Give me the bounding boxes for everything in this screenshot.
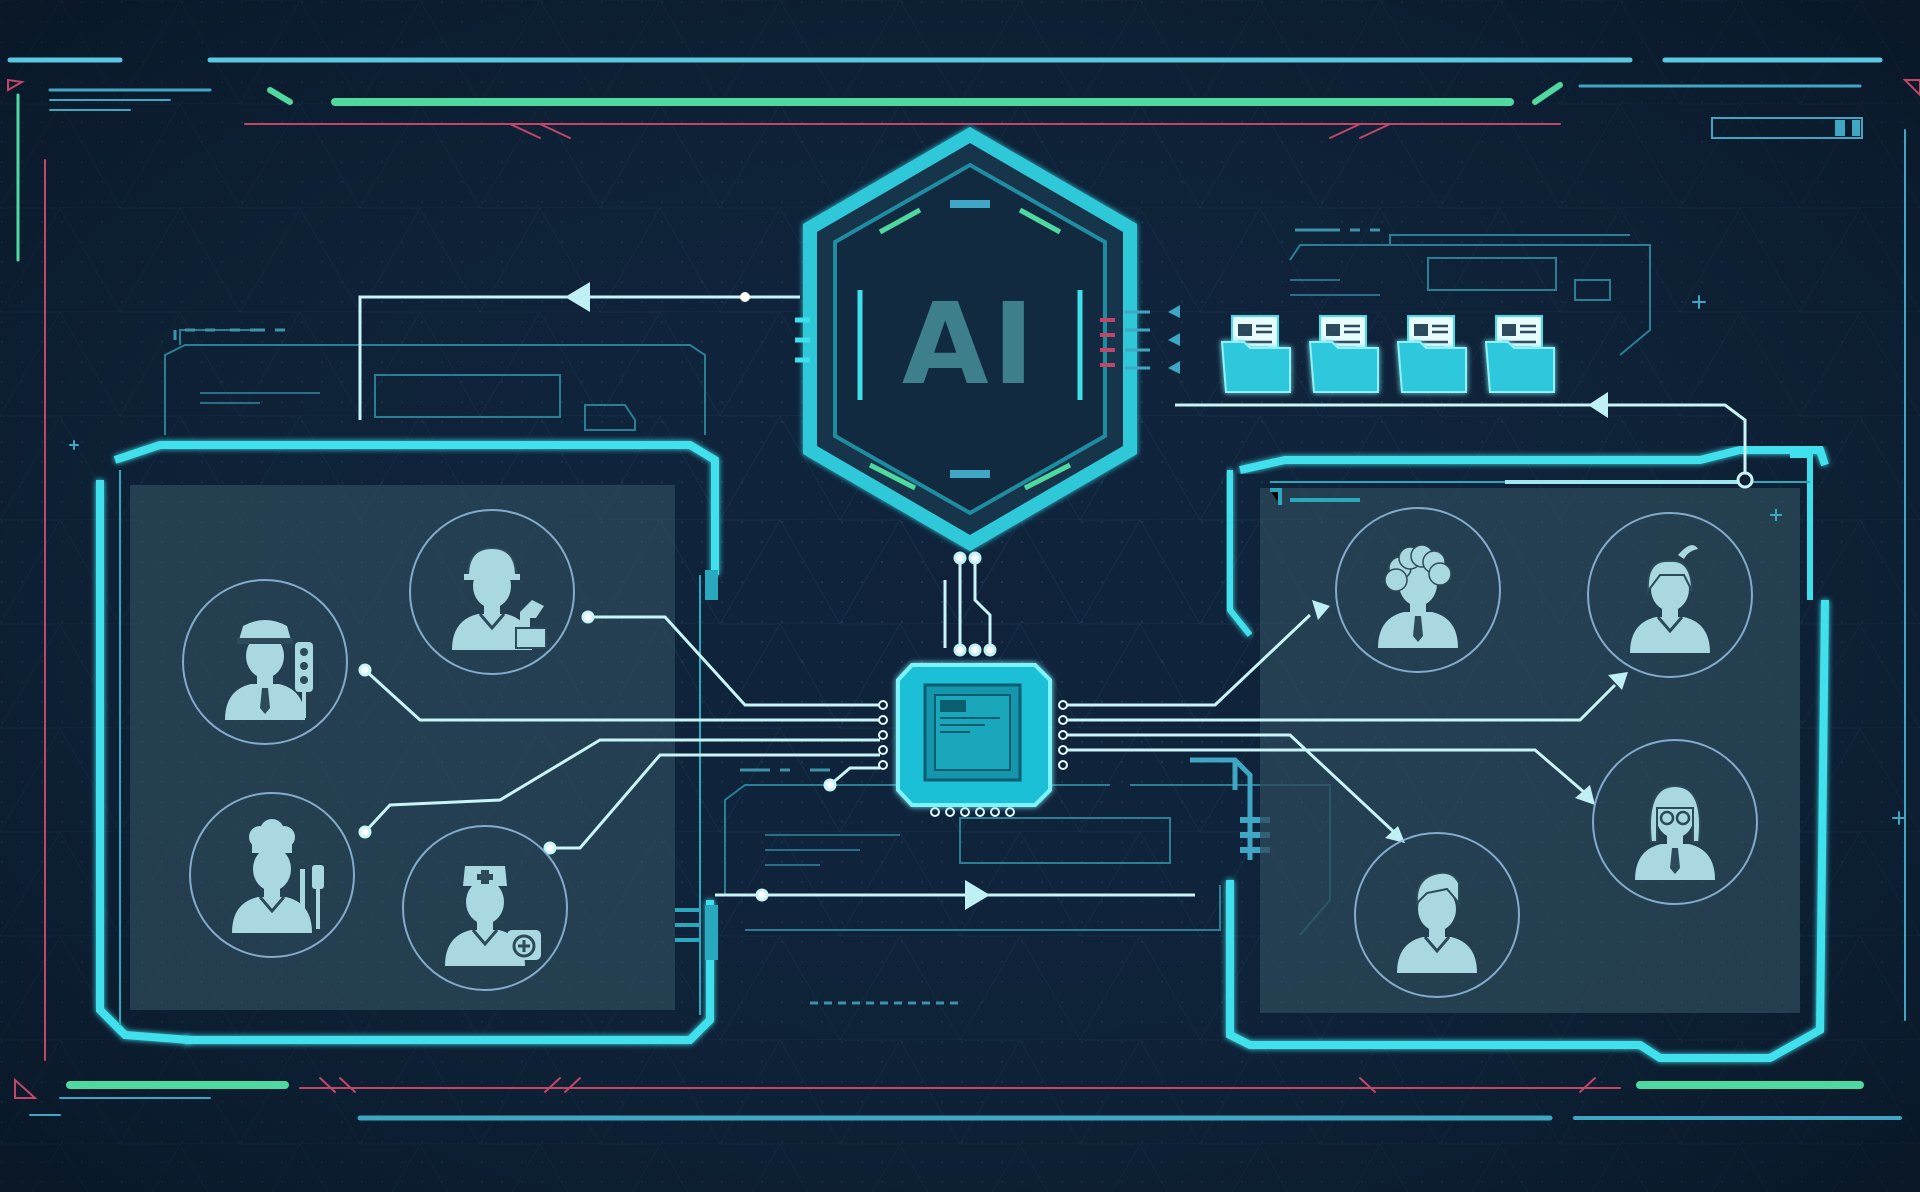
worker-roles (182, 509, 575, 991)
data-folders (1220, 315, 1555, 393)
ai-core: AI (795, 126, 1180, 552)
hud-frame (7, 57, 1920, 1121)
nurse-icon (402, 825, 568, 991)
processor-chip (878, 663, 1068, 817)
connection-lines (358, 282, 1754, 910)
left-panel-circuitry (164, 328, 706, 435)
person-curly-hair-icon (1335, 507, 1501, 673)
police-officer-icon (182, 579, 348, 745)
document-folder-icon (1220, 315, 1291, 393)
folder-circuitry (1289, 228, 1651, 356)
person-glasses-icon (1592, 739, 1758, 905)
construction-worker-icon (409, 509, 575, 675)
document-folder-icon (1308, 315, 1379, 393)
chef-icon (189, 792, 355, 958)
users-panel (1226, 446, 1829, 1062)
person-short-hair-icon (1354, 832, 1520, 998)
document-folder-icon (1396, 315, 1467, 393)
person-ponytail-icon (1587, 512, 1753, 678)
document-folder-icon (1484, 315, 1555, 393)
workers-panel (96, 441, 719, 1044)
user-people (1335, 507, 1758, 998)
ai-label: AI (902, 280, 1038, 410)
